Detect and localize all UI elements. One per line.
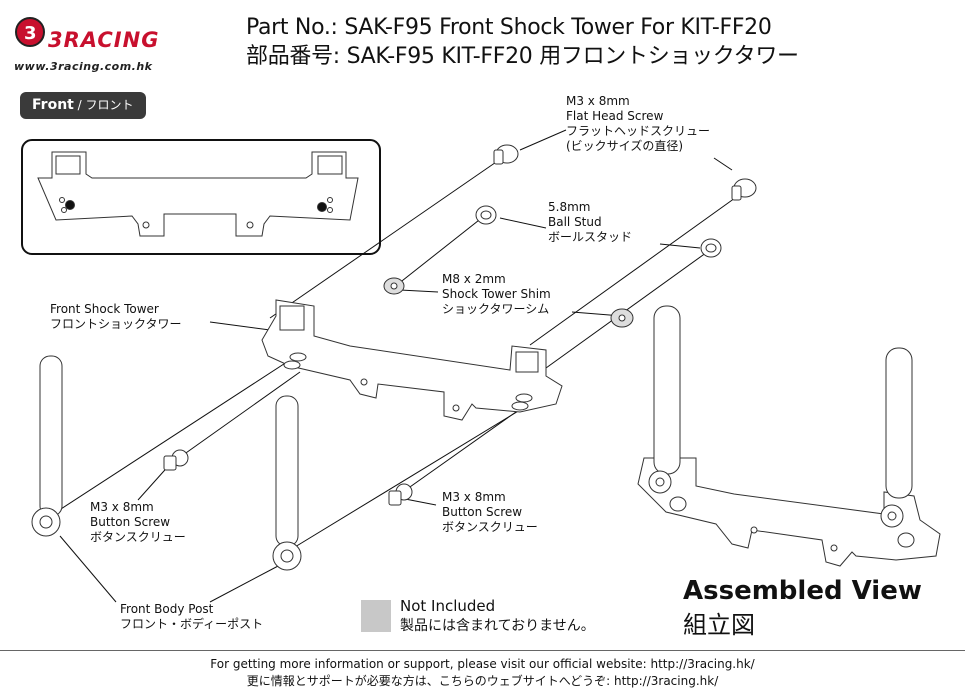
label-line: M3 x 8mm xyxy=(442,490,506,504)
flat-head-screw-icon xyxy=(493,144,757,201)
label-line: フロントショックタワー xyxy=(50,317,182,331)
shock-tower-label: Front Shock Tower フロントショックタワー xyxy=(50,302,182,332)
title-english: Part No.: SAK-F95 Front Shock Tower For … xyxy=(246,15,772,40)
svg-text:3: 3 xyxy=(24,23,37,44)
body-post-icon xyxy=(31,355,302,571)
footer-japanese: 更に情報とサポートが必要な方は、こちらのウェブサイトへどうぞ: http://3… xyxy=(246,674,719,688)
shim-icon xyxy=(383,277,634,328)
label-line: Ball Stud xyxy=(548,215,602,229)
label-line: Front Body Post xyxy=(120,602,214,616)
label-line: M8 x 2mm xyxy=(442,272,506,286)
not-included-swatch xyxy=(361,600,391,632)
label-line: 5.8mm xyxy=(548,200,591,214)
front-view-frame xyxy=(21,139,381,255)
body-post-label: Front Body Post フロント・ボディーポスト xyxy=(120,602,263,632)
front-view-tower xyxy=(37,151,359,237)
assembled-view-title: Assembled View xyxy=(683,576,922,606)
label-line: M3 x 8mm xyxy=(90,500,154,514)
title-japanese: 部品番号: SAK-F95 KIT-FF20 用フロントショックタワー xyxy=(246,44,799,69)
label-line: Shock Tower Shim xyxy=(442,287,551,301)
label-line: M3 x 8mm xyxy=(566,94,630,108)
front-badge-ja: フロント xyxy=(85,98,134,112)
footer-english: For getting more information or support,… xyxy=(210,657,755,671)
label-line: Front Shock Tower xyxy=(50,302,159,316)
leader-lines xyxy=(43,129,743,603)
flat-head-screw-label: M3 x 8mm Flat Head Screw フラットヘッドスクリュー (ビ… xyxy=(566,94,710,154)
label-line: Button Screw xyxy=(442,505,523,519)
assembled-tower xyxy=(637,305,941,567)
front-badge-en: Front xyxy=(32,97,74,113)
label-line: フラットヘッドスクリュー xyxy=(566,124,711,138)
label-line: ボタンスクリュー xyxy=(90,530,186,544)
label-line: Flat Head Screw xyxy=(566,109,664,123)
label-line: ボタンスクリュー xyxy=(442,520,538,534)
not-included-en: Not Included xyxy=(400,597,496,615)
ball-stud-icon xyxy=(475,205,722,258)
label-line: (ビックサイズの直径) xyxy=(566,139,684,153)
logo-url: www.3racing.com.hk xyxy=(14,60,153,73)
front-badge-sep: / xyxy=(73,98,86,112)
label-line: ショックタワーシム xyxy=(442,302,550,316)
page-title: Part No.: SAK-F95 Front Shock Tower For … xyxy=(246,14,799,72)
label-line: フロント・ボディーポスト xyxy=(120,617,264,631)
not-included-ja: 製品には含まれておりません。 xyxy=(400,618,595,634)
button-screw-icon xyxy=(163,449,413,506)
shim-label: M8 x 2mm Shock Tower Shim ショックタワーシム xyxy=(442,272,551,317)
assembled-view-title-ja: 組立図 xyxy=(683,611,755,639)
logo-icon: 3 xyxy=(15,17,45,47)
logo-wordmark: 3RACING xyxy=(48,28,160,52)
button-screw-right-label: M3 x 8mm Button Screw ボタンスクリュー xyxy=(442,490,538,535)
front-view-badge: Front / フロント xyxy=(20,92,146,119)
shock-tower-part xyxy=(261,299,563,421)
button-screw-left-label: M3 x 8mm Button Screw ボタンスクリュー xyxy=(90,500,186,545)
ball-stud-label: 5.8mm Ball Stud ボールスタッド xyxy=(548,200,632,245)
label-line: Button Screw xyxy=(90,515,171,529)
label-line: ボールスタッド xyxy=(548,230,633,244)
footer: For getting more information or support,… xyxy=(0,650,965,690)
